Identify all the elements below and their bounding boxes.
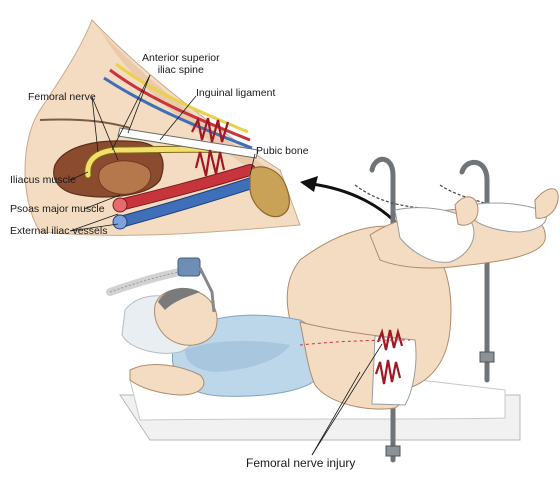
label-femoral-nerve: Femoral nerve: [28, 91, 96, 103]
external-iliac-vein-fill: [115, 177, 260, 227]
foot-left: [454, 196, 479, 226]
label-femoral-nerve-injury: Femoral nerve injury: [246, 456, 356, 470]
patient-scene: [106, 156, 559, 463]
vein-lumen: [112, 214, 128, 230]
stirrup-chain: [354, 184, 491, 209]
leader-lines: [69, 74, 256, 232]
foot-right: [534, 188, 559, 219]
external-iliac-artery-fill: [115, 165, 255, 210]
patient-arm: [129, 364, 205, 396]
pelvic-inset: [24, 19, 301, 236]
patient-hair: [158, 287, 200, 310]
label-asis-line1: Anterior superior: [142, 52, 220, 64]
suture-icon: [374, 327, 404, 385]
retractor-yellow: [115, 62, 249, 134]
pubic-bone-shape: [249, 166, 290, 218]
retractor-red: [109, 68, 251, 142]
anesthesia-mask-icon: [106, 257, 216, 313]
patient-gown-shade: [185, 340, 290, 372]
inset-suture-lower: [194, 149, 226, 177]
label-iliacus-muscle: Iliacus muscle: [10, 174, 76, 186]
label-anterior-superior-iliac-spine: Anterior superior iliac spine: [142, 52, 220, 76]
label-asis-line2: iliac spine: [157, 64, 204, 76]
label-psoas-major-muscle: Psoas major muscle: [10, 203, 105, 215]
retractor-blue: [103, 76, 253, 150]
artery-lumen: [112, 197, 128, 213]
label-pubic-bone: Pubic bone: [256, 145, 309, 157]
label-inguinal-ligament: Inguinal ligament: [196, 87, 276, 99]
foot-wrap-right: [469, 202, 547, 233]
foot-wrap-left: [394, 207, 475, 263]
stirrup-pole-icon: [369, 156, 490, 463]
injury-leader-lines: [311, 343, 383, 456]
inset-suture-upper: [191, 116, 230, 143]
psoas-major-muscle-shape: [98, 160, 152, 195]
inguinal-ligament-shape: [117, 127, 259, 159]
label-external-iliac-vessels: External iliac vessels: [10, 225, 108, 237]
